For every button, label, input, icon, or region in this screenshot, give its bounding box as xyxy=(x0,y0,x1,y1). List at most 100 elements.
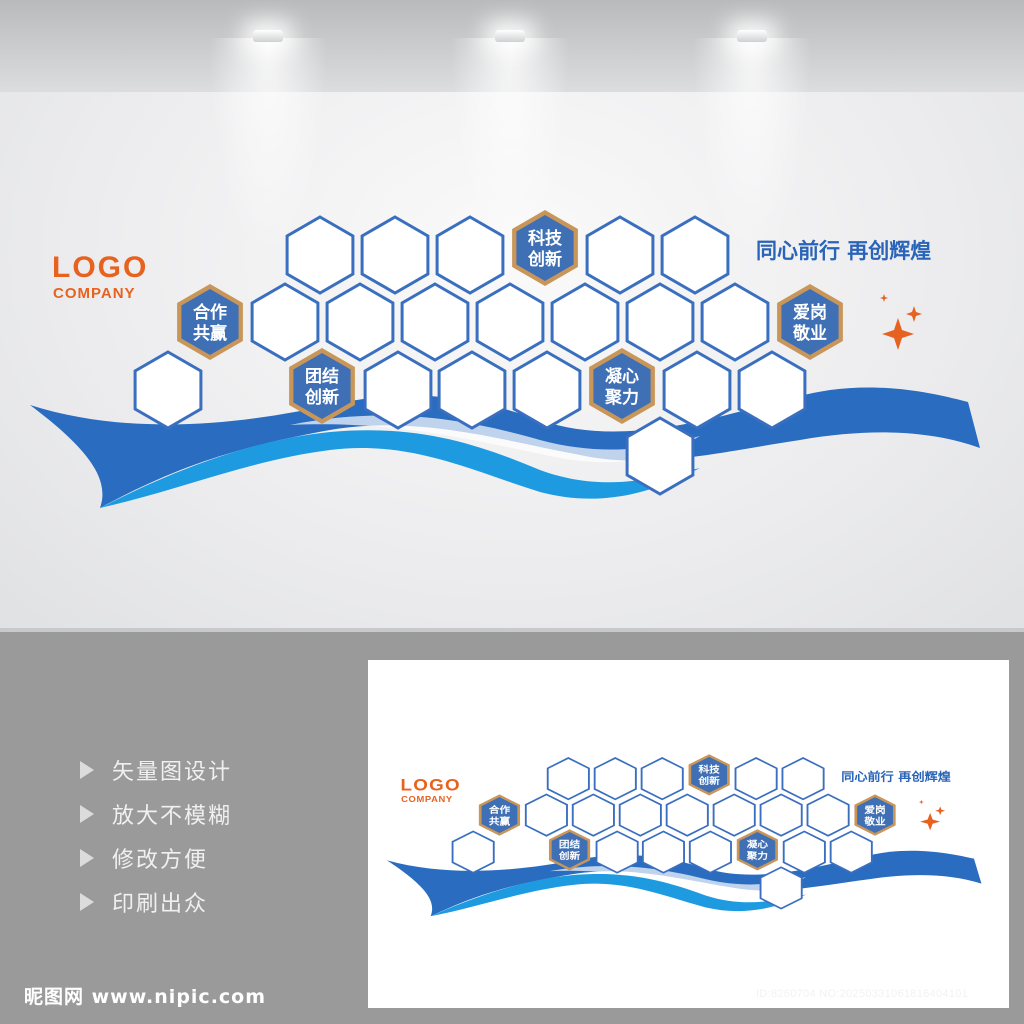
value-hexagon-fill xyxy=(739,831,776,868)
value-label: 创新 xyxy=(697,775,719,787)
photo-frame-hexagon xyxy=(829,830,873,874)
sparkle-icon xyxy=(880,294,922,350)
photo-frame-hexagon xyxy=(475,282,545,362)
photo-frame-hexagon xyxy=(781,757,825,801)
photo-frame-hexagon xyxy=(759,793,803,837)
photo-frame-hexagon xyxy=(250,282,320,362)
play-arrow-icon xyxy=(80,849,94,867)
value-label: 合作 xyxy=(488,804,510,816)
feature-item: 修改方便 xyxy=(80,836,232,880)
photo-frame-hexagon xyxy=(524,793,568,837)
photo-frame-hexagon xyxy=(363,350,433,430)
value-hexagon-fill xyxy=(516,215,574,281)
value-label: 创新 xyxy=(527,249,562,270)
ribbon-waves xyxy=(386,850,982,917)
photo-frame-hexagon xyxy=(625,282,695,362)
photo-frame-hexagon xyxy=(641,830,685,874)
slogan: 同心前行 再创辉煌 xyxy=(756,239,931,263)
photo-frame-hexagon xyxy=(688,830,732,874)
photo-frame-hexagon xyxy=(437,350,507,430)
value-hexagon-fill xyxy=(551,831,588,868)
photo-frame-hexagon xyxy=(595,830,639,874)
value-label: 凝心 xyxy=(747,838,768,850)
feature-item: 矢量图设计 xyxy=(80,748,232,792)
divider xyxy=(0,628,1024,632)
photo-frame-hexagon xyxy=(737,350,807,430)
photo-frame-hexagon xyxy=(133,350,203,430)
value-label: 科技 xyxy=(528,228,563,249)
photo-frame-hexagon xyxy=(806,793,850,837)
photo-frame-hexagon xyxy=(712,793,756,837)
value-label: 团结 xyxy=(305,366,339,387)
company-name: COMPANY xyxy=(53,285,136,302)
value-hexagon-fill xyxy=(857,797,893,834)
feature-label: 修改方便 xyxy=(112,848,209,873)
watermark: 昵图网 www.nipic.com xyxy=(24,986,267,1008)
photo-frame-hexagon xyxy=(285,215,355,295)
photo-frame-hexagon xyxy=(360,215,430,295)
spotlight-glow xyxy=(692,38,812,258)
value-label: 创新 xyxy=(304,387,339,408)
company-name: COMPANY xyxy=(401,795,453,804)
play-arrow-icon xyxy=(80,893,94,911)
spotlight-glow xyxy=(208,38,328,258)
logo: LOGO xyxy=(401,776,461,795)
sparkle-icon xyxy=(918,799,946,831)
photo-frame-hexagon xyxy=(640,757,684,801)
photo-frame-hexagon xyxy=(325,282,395,362)
photo-frame-hexagon xyxy=(546,757,590,801)
value-hexagon-fill xyxy=(593,353,651,419)
photo-frame-hexagon xyxy=(571,793,615,837)
value-label: 共赢 xyxy=(489,815,510,827)
photo-frame-hexagon xyxy=(759,866,803,910)
image-id: ID:8260704 NO:20250331061816404101 xyxy=(756,988,969,1000)
photo-frame-hexagon xyxy=(618,793,662,837)
value-label: 爱岗 xyxy=(864,804,885,816)
photo-frame-hexagon xyxy=(435,215,505,295)
photo-frame-hexagon xyxy=(660,215,730,295)
value-label: 敬业 xyxy=(792,323,827,344)
value-label: 科技 xyxy=(699,763,721,775)
spotlight-icon xyxy=(495,30,525,42)
feature-label: 放大不模糊 xyxy=(112,804,233,829)
ribbon-waves xyxy=(30,387,980,508)
photo-frame-hexagon xyxy=(782,830,826,874)
value-label: 共赢 xyxy=(193,323,227,344)
value-hexagon-fill xyxy=(691,756,728,793)
play-arrow-icon xyxy=(80,805,94,823)
value-label: 合作 xyxy=(193,302,227,323)
value-hexagon-fill xyxy=(181,289,239,355)
logo: LOGO xyxy=(52,251,148,284)
photo-frame-hexagon xyxy=(512,350,582,430)
spotlight-icon xyxy=(253,30,283,42)
photo-frame-hexagon xyxy=(734,757,778,801)
value-label: 创新 xyxy=(558,850,580,862)
value-label: 团结 xyxy=(559,838,580,850)
photo-frame-hexagon xyxy=(585,215,655,295)
value-hexagon-fill xyxy=(481,797,518,834)
value-label: 敬业 xyxy=(863,815,885,827)
feature-item: 放大不模糊 xyxy=(80,792,232,836)
photo-frame-hexagon xyxy=(451,830,495,874)
value-hexagon-fill xyxy=(293,353,351,419)
value-label: 凝心 xyxy=(605,367,639,387)
photo-frame-hexagon xyxy=(700,282,770,362)
feature-list: 矢量图设计 放大不模糊 修改方便 印刷出众 xyxy=(80,748,232,924)
slogan: 同心前行 再创辉煌 xyxy=(841,769,951,783)
feature-label: 矢量图设计 xyxy=(112,760,233,785)
feature-item: 印刷出众 xyxy=(80,880,232,924)
value-label: 聚力 xyxy=(746,850,768,862)
play-arrow-icon xyxy=(80,761,94,779)
value-hexagon-fill xyxy=(781,289,839,355)
value-label: 聚力 xyxy=(604,387,639,408)
photo-frame-hexagon xyxy=(625,416,695,496)
photo-frame-hexagon xyxy=(400,282,470,362)
spotlight-icon xyxy=(737,30,767,42)
photo-frame-hexagon xyxy=(593,757,637,801)
